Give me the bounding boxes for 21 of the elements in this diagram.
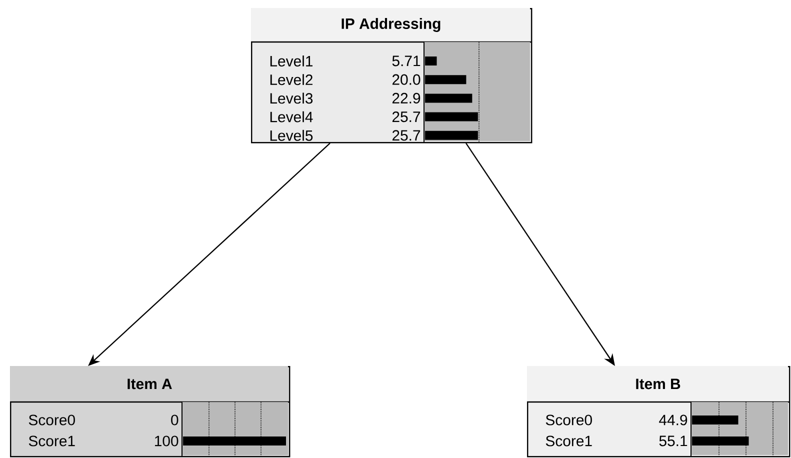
state-label: Score1 <box>546 436 592 446</box>
probability-value: 22.9 <box>392 92 420 104</box>
state-label: Score1 <box>28 436 75 446</box>
state-label: Level5 <box>270 130 313 141</box>
probability-value: 20.0 <box>392 74 420 85</box>
node-title: Item A <box>128 378 172 390</box>
state-label: Score0 <box>28 414 75 426</box>
state-label: Level3 <box>270 92 313 104</box>
state-label: Level1 <box>270 56 312 66</box>
probability-value: 25.7 <box>392 130 420 141</box>
probability-value: 25.7 <box>392 112 420 122</box>
node-title: IP Addressing <box>342 18 440 32</box>
probability-value: 5.71 <box>392 56 420 66</box>
state-label: Score0 <box>546 414 592 426</box>
probability-value: 44.9 <box>659 414 688 426</box>
probability-value: 55.1 <box>659 436 688 446</box>
probability-value: 100 <box>155 436 178 446</box>
node-title: Item B <box>636 378 680 390</box>
probability-value: 0 <box>171 414 178 426</box>
state-label: Level4 <box>270 111 313 122</box>
state-label: Level2 <box>270 74 312 86</box>
